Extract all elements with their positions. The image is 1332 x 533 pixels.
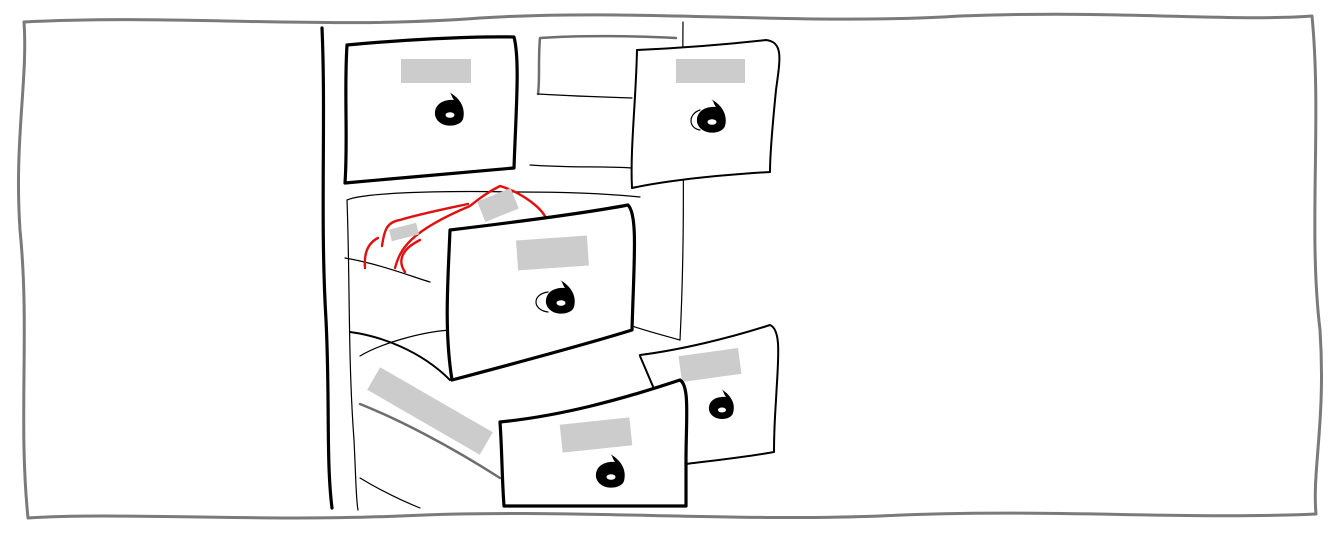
drawer-middle-front xyxy=(445,203,637,382)
folder-middle xyxy=(380,202,470,248)
sketch-frame xyxy=(16,12,1323,520)
cabinet-top-rail xyxy=(529,164,633,169)
drawer-label-placeholder xyxy=(559,417,633,453)
cabinet-side-edge xyxy=(320,26,334,510)
top-slot-outline xyxy=(536,34,678,96)
drawer-knob-icon xyxy=(696,99,726,133)
drawer-label-placeholder xyxy=(678,347,742,383)
folder-back xyxy=(393,184,548,270)
drawer-knob-icon xyxy=(595,454,625,488)
drawer-label-placeholder xyxy=(401,59,471,83)
folder-tab-placeholder xyxy=(477,188,519,222)
drawer-bottom-center xyxy=(498,378,689,508)
hanging-folders xyxy=(363,184,548,274)
top-slot-base xyxy=(537,93,633,99)
cabinet-mid-rail xyxy=(631,325,681,341)
drawer-label-placeholder xyxy=(676,59,745,83)
drawer-knob-icon xyxy=(545,280,575,314)
drawer-label-placeholder xyxy=(516,235,589,271)
bottom-drawer-body xyxy=(358,367,502,509)
folder-tab-placeholder xyxy=(388,222,420,242)
drawer-label-placeholder xyxy=(367,367,493,455)
cabinet-inner-edge xyxy=(346,199,359,511)
drawer-top-left xyxy=(343,35,519,185)
drawer-knob-icon xyxy=(434,92,464,126)
folder-front xyxy=(363,236,422,274)
drawer-knob-icon xyxy=(708,389,734,420)
drawer-top-right xyxy=(630,39,781,189)
